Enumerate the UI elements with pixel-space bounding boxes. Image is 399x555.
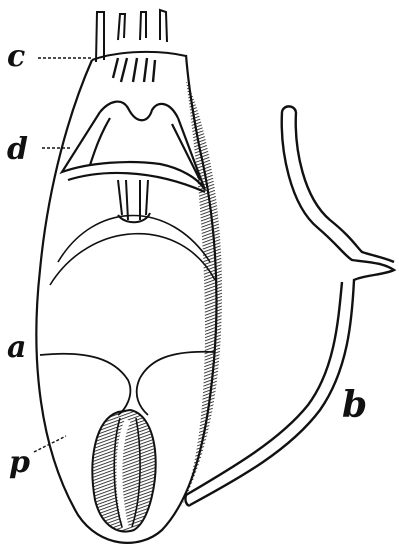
label-c: c (7, 42, 25, 72)
crossing-lines (40, 352, 214, 415)
top-fringe (92, 10, 186, 82)
lower-organ (92, 410, 155, 531)
label-p: p (9, 448, 30, 478)
label-b: b (342, 387, 367, 423)
label-d: d (7, 135, 28, 165)
label-a: a (7, 333, 26, 363)
collar (62, 102, 205, 192)
body-shading (180, 80, 222, 510)
arcs (50, 216, 215, 286)
